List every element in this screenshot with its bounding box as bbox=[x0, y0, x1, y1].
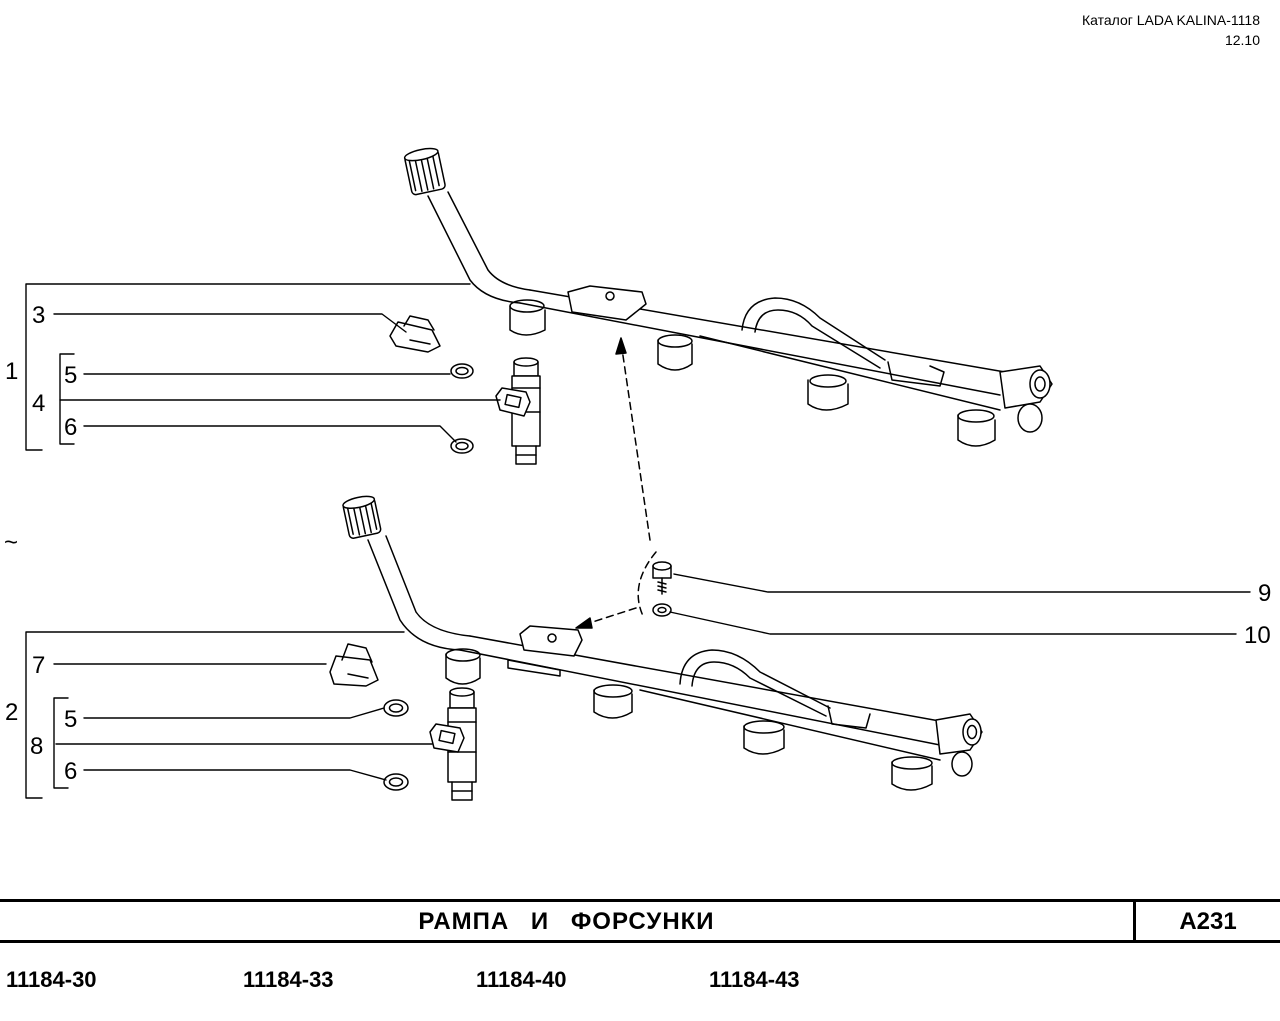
o-ring-6-upper bbox=[450, 438, 474, 454]
callout-7: 7 bbox=[32, 652, 45, 679]
catalog-title: Каталог LADA KALINA-1118 bbox=[1081, 12, 1260, 28]
model-code: 11184-43 bbox=[709, 967, 800, 992]
callout-3: 3 bbox=[32, 302, 45, 329]
injector-part-4 bbox=[495, 357, 541, 465]
detail-group-arc bbox=[637, 551, 657, 619]
callout-1: 1 bbox=[5, 358, 18, 385]
callout-6-upper: 6 bbox=[64, 414, 77, 441]
callout-10: 10 bbox=[1244, 622, 1271, 649]
title-separator bbox=[1133, 902, 1136, 940]
o-ring-5-lower bbox=[383, 699, 409, 717]
group-brackets bbox=[25, 283, 471, 799]
clip-part-3 bbox=[389, 315, 441, 353]
callout-5-upper: 5 bbox=[64, 362, 77, 389]
lower-fuel-rail bbox=[342, 495, 983, 791]
injector-part-8 bbox=[429, 687, 477, 801]
callout-9: 9 bbox=[1258, 580, 1271, 607]
washer-part-10 bbox=[652, 603, 672, 617]
callout-6-lower: 6 bbox=[64, 758, 77, 785]
o-ring-6-lower bbox=[383, 773, 409, 791]
model-code: 11184-40 bbox=[476, 967, 567, 992]
callout-8: 8 bbox=[30, 733, 43, 760]
screw-part-9 bbox=[652, 561, 672, 595]
clip-part-7 bbox=[329, 643, 379, 687]
arrow-up bbox=[620, 341, 651, 541]
callout-tilde: ~ bbox=[4, 529, 18, 556]
callout-5-lower: 5 bbox=[64, 706, 77, 733]
section-code: A231 bbox=[1179, 908, 1237, 935]
catalog-date: 12.10 bbox=[1224, 32, 1260, 48]
title-block: РАМПА И ФОРСУНКИ A231 bbox=[0, 899, 1280, 943]
fuel-rail-diagram: 1 3 4 5 6 ~ 2 7 8 5 6 9 10 bbox=[4, 147, 1271, 801]
leader-lines bbox=[53, 313, 1251, 781]
callout-4: 4 bbox=[32, 390, 45, 417]
section-title: РАМПА И ФОРСУНКИ bbox=[418, 908, 715, 935]
model-code: 11184-30 bbox=[6, 967, 97, 992]
callout-2: 2 bbox=[5, 699, 18, 726]
o-ring-5-upper bbox=[450, 363, 474, 379]
upper-fuel-rail bbox=[403, 147, 1053, 447]
model-code: 11184-33 bbox=[243, 967, 334, 992]
